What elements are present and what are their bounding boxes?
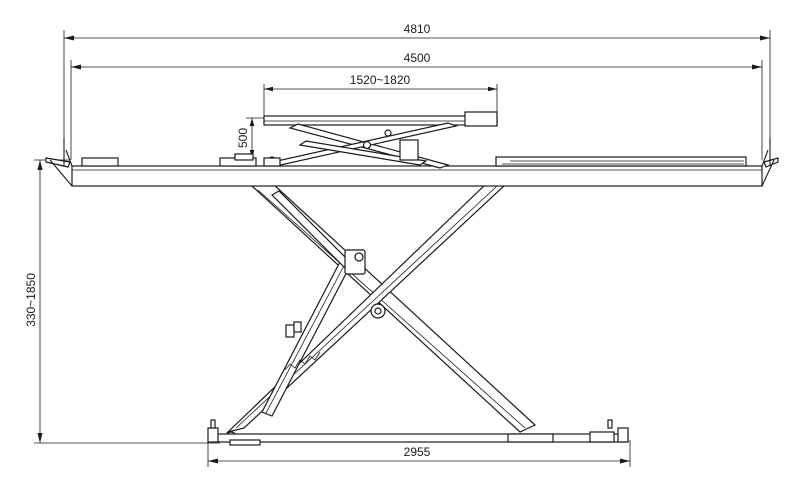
base-length-label: 2955 [404,445,431,459]
main-platform [45,138,779,187]
dimension-platform-length: 4500 [70,51,763,160]
platform-length-label: 4500 [404,51,431,65]
dimension-aux-platform-length: 1520~1820 [263,73,498,118]
base-rail [207,419,629,446]
lift-height-range-label: 330~1850 [24,273,38,327]
overall-length-label: 4810 [404,22,431,36]
dimension-overall-length: 4810 [63,22,771,160]
auxiliary-lift [263,111,498,169]
aux-lift-height-label: 500 [236,128,250,148]
dimension-lift-height-range: 330~1850 [24,159,220,444]
dimension-aux-lift-height: 500 [236,117,264,158]
aux-platform-length-label: 1520~1820 [350,73,411,87]
main-scissor-arms [225,182,537,443]
dimension-base-length: 2955 [207,440,631,467]
